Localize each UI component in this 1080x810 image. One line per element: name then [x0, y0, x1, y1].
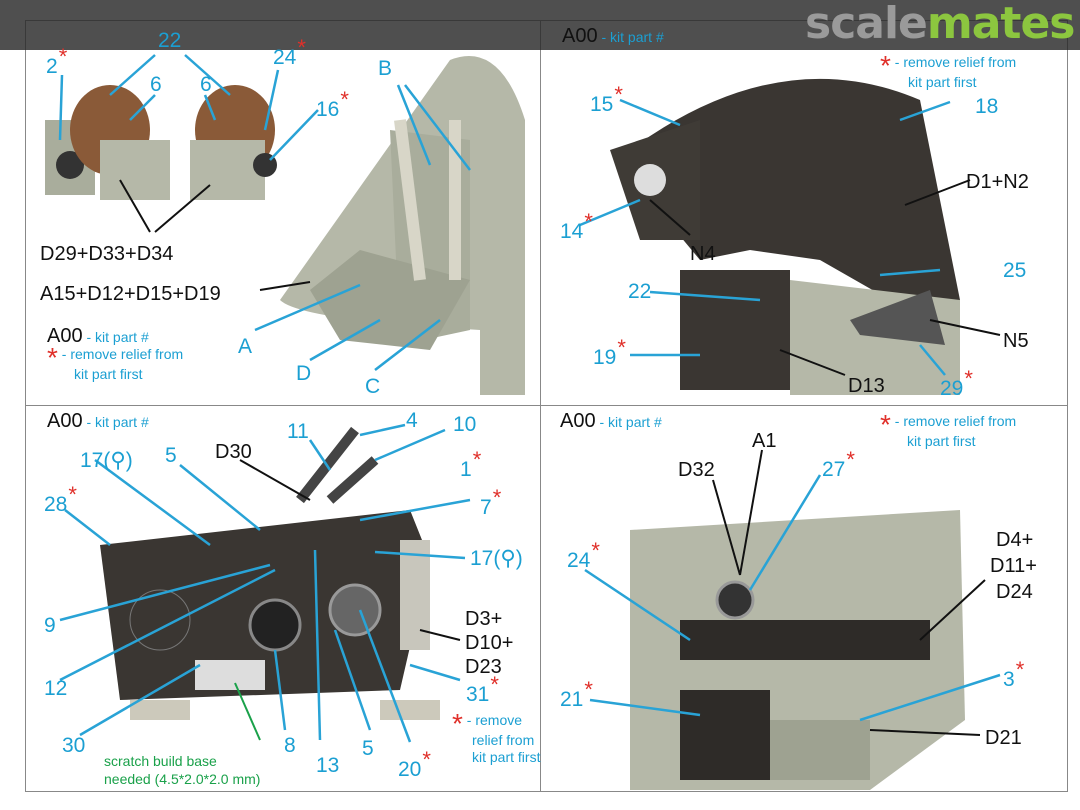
callout: D29+D33+D34: [40, 243, 174, 265]
callout: 18: [975, 95, 999, 118]
callout: 17(⚲): [80, 449, 133, 472]
legend: A00 - kit part # * - remove relief from …: [47, 325, 184, 382]
divider: [25, 405, 1068, 406]
callout: 25: [1003, 259, 1027, 282]
callout: A1: [752, 430, 777, 452]
callout: D21: [985, 727, 1022, 749]
callout: 5: [362, 737, 374, 760]
divider: [540, 20, 541, 792]
legend-code: A00 - kit part #: [562, 25, 664, 47]
callout: 9: [44, 614, 56, 637]
callout: 27*: [822, 447, 855, 481]
callout: 30: [62, 734, 86, 757]
callout: 22: [158, 29, 182, 52]
callout: 2*: [46, 44, 68, 78]
legend-code: A00 - kit part #: [560, 410, 662, 432]
callout: 14*: [560, 209, 593, 243]
watermark-band: [0, 0, 1080, 50]
callout: D: [296, 362, 312, 385]
callout: D11+: [990, 555, 1037, 577]
callout: 17(⚲): [470, 547, 523, 570]
callout: D1+N2: [966, 171, 1029, 193]
callout: 31*: [466, 672, 499, 706]
callout: 11: [287, 420, 309, 443]
callout: A15+D12+D15+D19: [40, 283, 221, 305]
callout: 3*: [1003, 657, 1025, 691]
callout: 21*: [560, 677, 593, 711]
legend-code: A00 - kit part #: [47, 410, 149, 432]
callout: C: [365, 375, 381, 398]
callout: D32: [678, 459, 715, 481]
callout: 12: [44, 677, 68, 700]
callout: D4+: [996, 529, 1034, 551]
callout: 5: [165, 444, 177, 467]
callout: 6: [200, 73, 212, 96]
callout: 7*: [480, 485, 502, 519]
callout: D13: [848, 375, 885, 397]
callout: 13: [316, 754, 340, 777]
callout: D10+: [465, 632, 514, 654]
callout: 19*: [593, 335, 626, 369]
callout: A: [238, 335, 253, 358]
callout: 16*: [316, 87, 349, 121]
watermark-logo: scalemates: [805, 0, 1075, 49]
callout: 29*: [940, 366, 973, 400]
callout: 4: [406, 409, 418, 432]
callout: 22: [628, 280, 652, 303]
callout: 15*: [590, 82, 623, 116]
callout: 28*: [44, 482, 77, 516]
callout: D24: [996, 581, 1033, 603]
callout: D3+: [465, 608, 503, 630]
callout: N4: [690, 243, 716, 265]
callout: 10: [453, 413, 477, 436]
callout: N5: [1003, 330, 1029, 352]
callout: 8: [284, 734, 296, 757]
callout: B: [378, 57, 393, 80]
callout: D23: [465, 656, 502, 678]
callout: 20*: [398, 747, 431, 781]
callout: 24*: [567, 538, 600, 572]
callout: 1*: [460, 447, 482, 481]
instrument-panel-image: [630, 78, 960, 301]
callout: 6: [150, 73, 162, 96]
callout: 24*: [273, 35, 306, 69]
callout: D30: [215, 441, 252, 463]
